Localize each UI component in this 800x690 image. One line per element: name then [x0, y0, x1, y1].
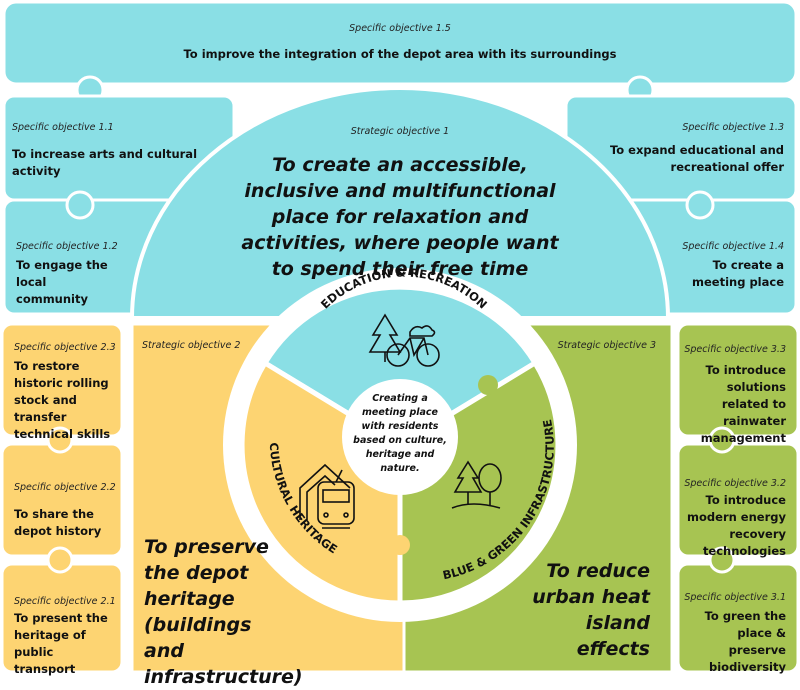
trees-icon: [451, 460, 502, 509]
puzzle-tab: [708, 546, 736, 574]
so23-label: Specific objective 2.3: [14, 342, 116, 353]
so13-text: To expand educational and recreational o…: [609, 143, 784, 174]
so13-label: Specific objective 1.3: [682, 122, 784, 133]
so33-block: [676, 322, 800, 438]
so15-text: To improve the integration of the depot …: [183, 47, 617, 61]
so31-block: [676, 562, 800, 674]
puzzle-tab: [46, 546, 74, 574]
wheel-center: [342, 379, 458, 495]
so21-label: Specific objective 2.1: [14, 596, 116, 607]
strat3-label: Strategic objective 3: [557, 340, 656, 351]
puzzle-tab: [65, 190, 95, 220]
so12-label: Specific objective 1.2: [16, 241, 118, 252]
so21-text: To present the heritage of public transp…: [14, 611, 108, 676]
so22-text: To share the depot history: [14, 507, 102, 538]
strat1-text: To create an accessible, inclusive and m…: [241, 154, 559, 280]
so14-text: To create a meeting place: [692, 258, 784, 289]
so32-text: To introduce modern energy recovery tech…: [687, 493, 786, 558]
so31-text: To green the place & preserve biodiversi…: [704, 609, 786, 674]
wheel-center-text: Creating a meeting place with residents …: [353, 393, 447, 474]
so32-label: Specific objective 3.2: [684, 478, 786, 489]
strat1-label: Strategic objective 1: [350, 126, 450, 137]
strat2-text: To preserve the depot heritage (building…: [144, 536, 303, 688]
puzzle-tab: [708, 426, 736, 454]
so12-text: To engage the local community: [16, 258, 108, 306]
strategic-1-arc: [129, 86, 671, 320]
so23-text: To restore historic rolling stock and tr…: [14, 359, 111, 441]
so33-label: Specific objective 3.3: [684, 344, 786, 355]
puzzle-tab: [46, 426, 74, 454]
puzzle-tab: [685, 190, 715, 220]
tree-bicycle-icon: [368, 313, 440, 367]
tram-depot-icon: [299, 463, 355, 529]
so11-label: Specific objective 1.1: [12, 122, 114, 133]
so32-block: [676, 442, 800, 558]
so22-label: Specific objective 2.2: [14, 482, 116, 493]
so33-text: To introduce solutions related to rainwa…: [700, 363, 786, 445]
so15-label: Specific objective 1.5: [349, 23, 451, 34]
so14-label: Specific objective 1.4: [682, 241, 784, 252]
puzzle-tab: [308, 370, 328, 390]
strat3-text: To reduce urban heat island effects: [532, 560, 650, 660]
strat2-label: Strategic objective 2: [142, 340, 241, 351]
so15-band: [2, 0, 798, 86]
puzzle-tab: [390, 535, 410, 555]
so31-label: Specific objective 3.1: [684, 592, 786, 603]
puzzle-tab: [478, 375, 498, 395]
so11-text: To increase arts and cultural activity: [12, 147, 198, 178]
